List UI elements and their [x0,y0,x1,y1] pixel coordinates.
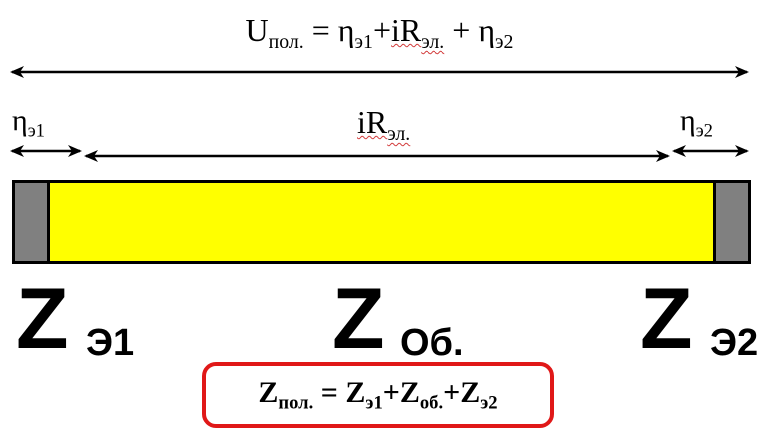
electrode-left [15,183,47,261]
ir-subscript: эл. [421,30,445,53]
eta1-label-symbol: η [12,104,28,137]
zob-term-subscript: об. [419,392,444,414]
electrode-right [716,183,748,261]
z2-term-symbol: Z [460,376,481,409]
eta2-label: ηэ2 [680,104,713,140]
eta2-symbol: η [478,12,496,48]
zob-subscript: Об. [400,322,464,364]
z1-subscript: Э1 [86,322,135,364]
eta2-label-symbol: η [680,104,696,137]
ir-symbol: iR [391,12,422,48]
ir-label: iRэл. [357,104,410,144]
electrochemical-cell [12,180,751,264]
equals-sign: = [303,12,338,48]
eta2-subscript: э2 [495,30,514,53]
electrolyte-region [47,183,716,261]
z2-term-subscript: э2 [480,392,498,414]
z2-symbol: Z [640,271,693,367]
z2-subscript: Э2 [710,322,759,364]
z1-term-subscript: э1 [365,392,383,414]
plus-sign: + [382,376,400,409]
sum-formula-box [202,362,554,428]
u-symbol: U [245,12,269,48]
eta1-symbol: η [337,12,355,48]
eta1-label: ηэ1 [12,104,45,140]
plus-sign: + [444,12,479,48]
equals-sign: = [313,376,346,409]
zob-term-symbol: Z [399,376,420,409]
impedance-sum-formula: Zпол. = Zэ1+Zоб.+Zэ2 [202,376,554,412]
z1-term-symbol: Z [345,376,366,409]
eta1-subscript: э1 [354,30,373,53]
total-voltage-formula: Uпол. = ηэ1+iRэл. + ηэ2 [0,12,759,52]
plus-sign: + [372,12,392,48]
ir-label-symbol: iR [357,104,388,140]
eta1-label-subscript: э1 [27,120,45,142]
eta2-label-subscript: э2 [695,120,713,142]
u-subscript: пол. [268,30,304,53]
zob-symbol: Z [332,271,385,367]
ir-label-subscript: эл. [387,122,411,145]
z1-symbol: Z [16,271,69,367]
z-total-subscript: пол. [278,392,314,414]
z-total-symbol: Z [258,376,279,409]
plus-sign: + [443,376,461,409]
